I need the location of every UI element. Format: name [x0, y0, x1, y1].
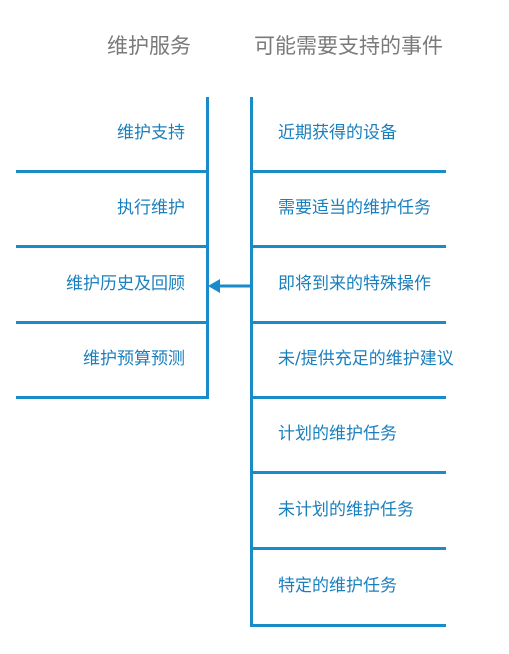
left-item-maintenance-support: 维护支持 [117, 123, 185, 143]
left-arrow-icon [208, 279, 252, 293]
maintenance-services-title: 维护服务 [107, 34, 191, 58]
right-divider [250, 245, 446, 248]
right-item-upcoming-operations: 即将到来的特殊操作 [278, 274, 431, 294]
left-divider [16, 170, 209, 173]
right-divider [250, 321, 446, 324]
left-divider [16, 396, 209, 399]
right-divider [250, 396, 446, 399]
left-item-perform-maintenance: 执行维护 [117, 198, 185, 218]
right-item-specific-tasks: 特定的维护任务 [278, 576, 397, 596]
left-item-budget-forecast: 维护预算预测 [83, 349, 185, 369]
left-divider [16, 321, 209, 324]
right-divider [250, 170, 446, 173]
right-item-unplanned-tasks: 未计划的维护任务 [278, 500, 414, 520]
left-divider [16, 245, 209, 248]
right-item-planned-tasks: 计划的维护任务 [278, 424, 397, 444]
supported-events-title: 可能需要支持的事件 [254, 34, 443, 58]
right-item-recent-equipment: 近期获得的设备 [278, 123, 397, 143]
left-column-vertical-line [206, 97, 209, 399]
right-divider [250, 547, 446, 550]
left-item-maintenance-history: 维护历史及回顾 [66, 274, 185, 294]
right-column-vertical-line [250, 97, 253, 627]
right-divider [250, 624, 446, 627]
right-item-maintenance-advice: 未/提供充足的维护建议 [278, 349, 454, 369]
right-item-appropriate-tasks: 需要适当的维护任务 [278, 198, 431, 218]
right-divider [250, 471, 446, 474]
